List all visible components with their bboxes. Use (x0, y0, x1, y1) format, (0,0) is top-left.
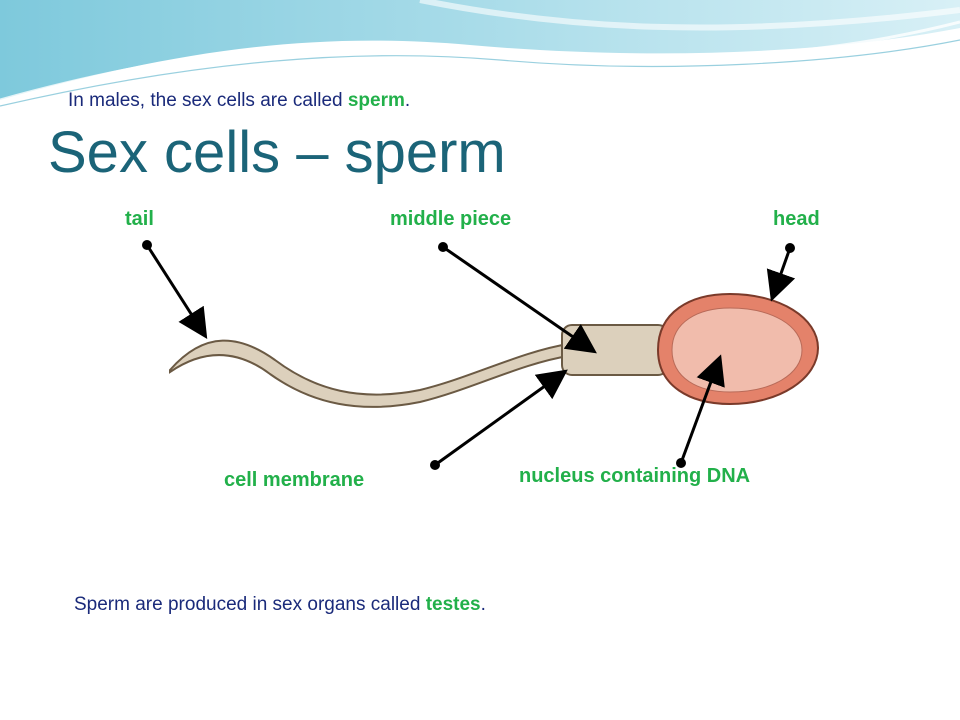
tail-arrow-dot (142, 240, 152, 250)
label-tail: tail (125, 208, 154, 230)
footer-suffix: . (480, 594, 486, 615)
label-middle-piece: middle piece (390, 208, 512, 230)
tail-arrow (145, 244, 208, 340)
label-nucleus: nucleus containing DNA (519, 465, 751, 487)
cell-membrane-arrow-dot (430, 460, 440, 470)
nucleus-arrow (679, 354, 725, 464)
sperm-nucleus (671, 307, 803, 393)
head-arrow (766, 247, 796, 302)
label-head: head (773, 208, 820, 230)
intro-sentence: In males, the sex cells are called sperm… (68, 90, 410, 112)
footer-prefix: Sperm are produced in sex organs called (74, 594, 426, 615)
footer-sentence: Sperm are produced in sex organs called … (74, 594, 486, 616)
label-cell-membrane: cell membrane (224, 469, 365, 491)
middle-piece-arrow-dot (438, 242, 448, 252)
decorative-wave-banner (0, 0, 960, 107)
sperm-middle-piece (561, 324, 669, 376)
sperm-tail (169, 339, 569, 408)
intro-suffix: . (404, 90, 411, 111)
intro-prefix: In males, the sex cells are called (68, 90, 348, 111)
intro-emphasis: sperm (347, 90, 405, 111)
cell-membrane-arrow (434, 369, 568, 467)
page-title: Sex cells – sperm (48, 120, 506, 185)
middle-piece-arrow (442, 245, 597, 354)
nucleus-arrow-dot (676, 458, 686, 468)
head-arrow-dot (785, 243, 795, 253)
footer-emphasis: testes (425, 594, 481, 615)
